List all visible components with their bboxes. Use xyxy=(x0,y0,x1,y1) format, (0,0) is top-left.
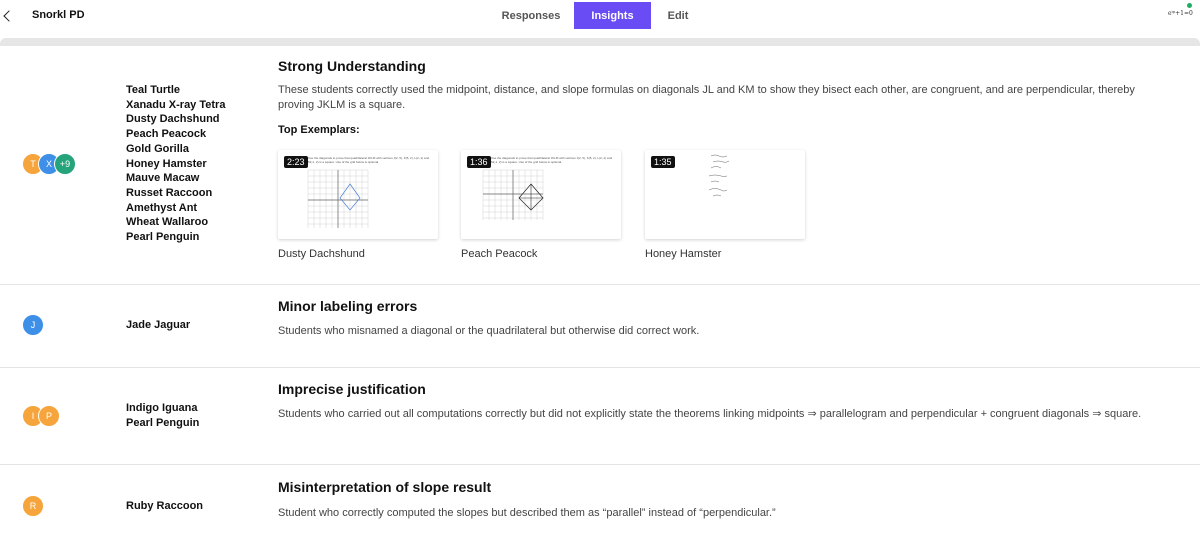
exemplar-prompt-text: Use the diagonals to prove that quadrila… xyxy=(308,156,430,164)
tab-responses[interactable]: Responses xyxy=(501,9,561,22)
exemplar-graph-thumbnail xyxy=(307,169,369,228)
exemplar-student-name: Honey Hamster xyxy=(645,248,722,260)
avatar: J xyxy=(22,314,44,336)
student-list: Ruby Raccoon xyxy=(126,499,203,514)
avatar-stack: J xyxy=(22,314,44,336)
student-name: Pearl Penguin xyxy=(126,231,200,244)
student-list: Teal Turtle Xanadu X-ray Tetra Dusty Dac… xyxy=(126,83,225,245)
exemplar-card[interactable]: 1:35 xyxy=(645,150,805,239)
avatar: R xyxy=(22,495,44,517)
insight-group-misinterpretation-of-slope: R Ruby Raccoon Misinterpretation of slop… xyxy=(0,465,1200,547)
student-name: Jade Jaguar xyxy=(126,319,191,331)
student-list: Jade Jaguar xyxy=(126,318,190,333)
student-name: Mauve Macaw xyxy=(126,172,200,185)
app-title: Snorkl PD xyxy=(32,9,85,21)
insight-group-imprecise-justification: I P Indigo Iguana Pearl Penguin Imprecis… xyxy=(0,368,1200,465)
exemplar-duration-badge: 2:23 xyxy=(284,156,308,168)
exemplar-student-name: Peach Peacock xyxy=(461,248,538,260)
content-top-divider xyxy=(0,38,1200,46)
exemplar-duration-badge: 1:35 xyxy=(651,156,675,168)
student-name: Amethyst Ant xyxy=(126,201,198,214)
exemplar-card[interactable]: Use the diagonals to prove that quadrila… xyxy=(461,150,621,239)
group-title: Strong Understanding xyxy=(278,58,426,74)
student-name: Peach Peacock xyxy=(126,128,207,141)
student-name: Wheat Wallaroo xyxy=(126,216,209,229)
exemplar-student-name: Dusty Dachshund xyxy=(278,248,365,260)
avatar-stack: R xyxy=(22,495,44,517)
exemplar-graph-thumbnail xyxy=(482,169,544,220)
back-arrow-icon[interactable] xyxy=(2,6,14,26)
student-name: Russet Raccoon xyxy=(126,186,213,199)
group-description: Student who correctly computed the slope… xyxy=(278,507,776,519)
exemplar-duration-badge: 1:36 xyxy=(467,156,491,168)
student-list: Indigo Iguana Pearl Penguin xyxy=(126,401,199,430)
student-name: Dusty Dachshund xyxy=(126,113,220,126)
avatar-stack: T X +9 xyxy=(22,153,76,175)
avatar: P xyxy=(38,405,60,427)
avatar-stack: I P xyxy=(22,405,60,427)
student-name: Pearl Penguin xyxy=(126,416,200,429)
student-name: Honey Hamster xyxy=(126,157,207,170)
student-name: Teal Turtle xyxy=(126,84,180,96)
exemplar-card[interactable]: Use the diagonals to prove that quadrila… xyxy=(278,150,438,239)
insight-group-strong-understanding: T X +9 Teal Turtle Xanadu X-ray Tetra Du… xyxy=(0,46,1200,285)
group-title: Imprecise justification xyxy=(278,381,426,397)
group-title: Misinterpretation of slope result xyxy=(278,479,492,495)
exemplar-handwritten-work-thumbnail xyxy=(708,154,730,197)
view-tabs: Responses Insights Edit xyxy=(488,2,705,30)
insight-group-minor-labeling-errors: J Jade Jaguar Minor labeling errors Stud… xyxy=(0,285,1200,368)
group-description: These students correctly used the midpoi… xyxy=(278,84,1135,111)
top-exemplars-label: Top Exemplars: xyxy=(278,124,360,136)
top-bar: Snorkl PD Responses Insights Edit eⁱᵖ+1=… xyxy=(0,0,1200,34)
group-description: Students who misnamed a diagonal or the … xyxy=(278,325,700,337)
student-name: Xanadu X-ray Tetra xyxy=(126,98,226,111)
student-name: Gold Gorilla xyxy=(126,142,189,155)
tab-edit[interactable]: Edit xyxy=(667,9,689,22)
student-name: Ruby Raccoon xyxy=(126,500,204,512)
group-title: Minor labeling errors xyxy=(278,298,418,314)
avatar-overflow-count: +9 xyxy=(54,153,76,175)
group-description: Students who carried out all computation… xyxy=(278,408,1142,420)
student-name: Indigo Iguana xyxy=(126,402,198,414)
formula-logo: eⁱᵖ+1=0 xyxy=(1168,10,1193,17)
status-dot-icon xyxy=(1187,3,1192,8)
exemplar-prompt-text: Use the diagonals to prove that quadrila… xyxy=(491,156,613,164)
tab-insights[interactable]: Insights xyxy=(574,2,651,29)
